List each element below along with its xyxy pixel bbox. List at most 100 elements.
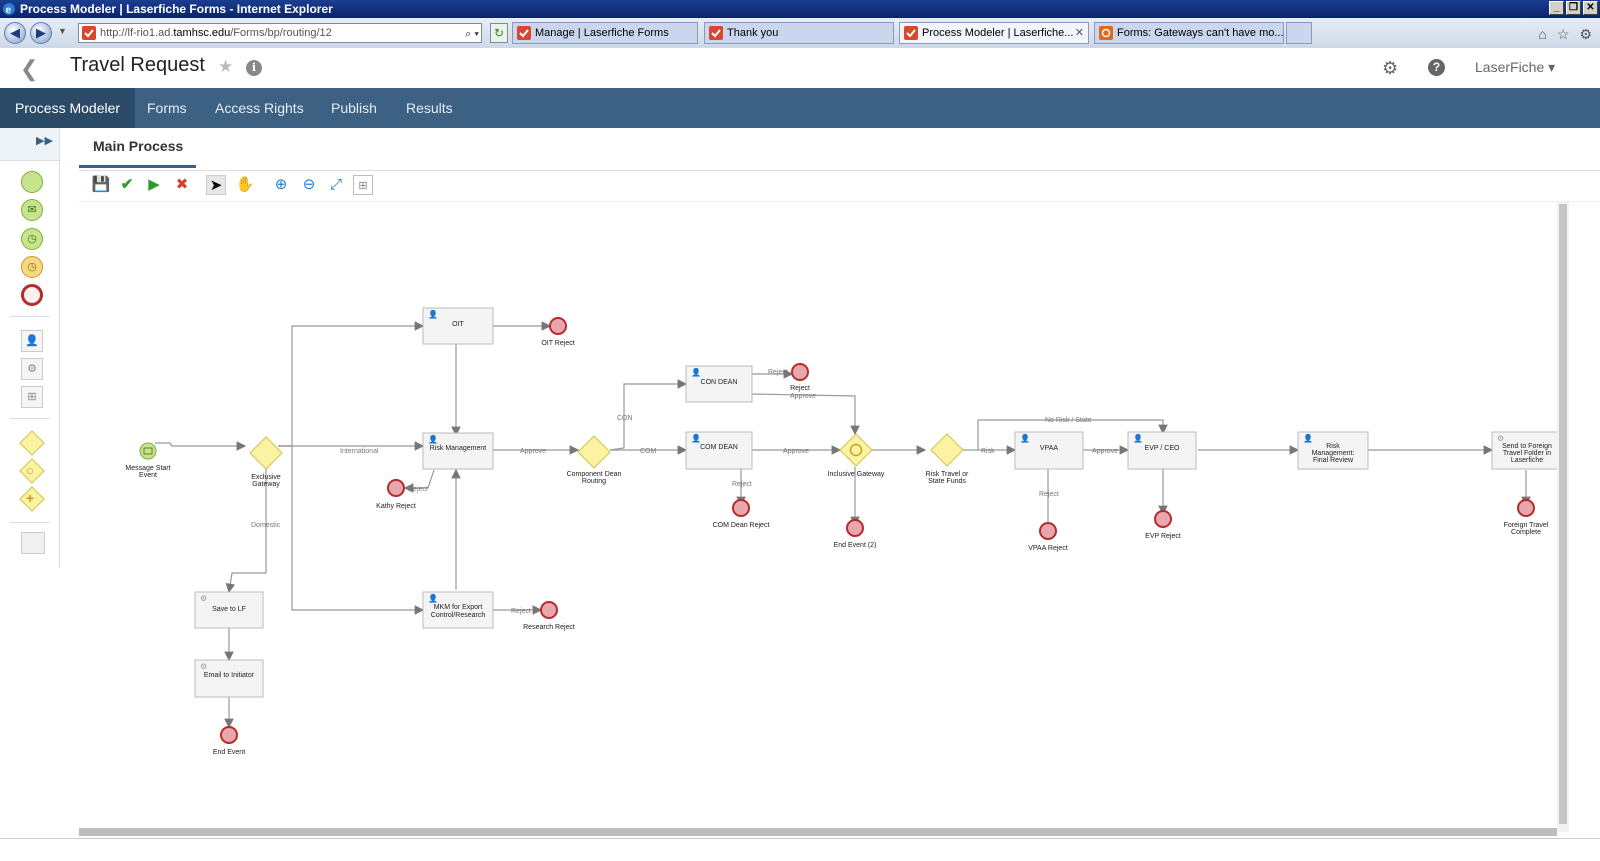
task-label: Management: — [1312, 450, 1355, 457]
favorites-star-icon[interactable]: ☆ — [1556, 26, 1570, 42]
start-event-icon[interactable] — [21, 171, 43, 193]
end-event-research-reject[interactable]: Research Reject — [523, 601, 575, 631]
nav-access-rights[interactable]: Access Rights — [215, 100, 304, 116]
browser-tab-thank-you[interactable]: Thank you — [704, 22, 894, 44]
end-event-foreign-travel-complete[interactable]: Foreign Travel Complete — [1504, 499, 1549, 536]
component-dean-gateway[interactable]: Component Dean Routing — [567, 435, 622, 485]
gear-icon: ⚙ — [200, 594, 207, 603]
fit-to-screen-icon[interactable]: ⤢ — [329, 176, 342, 193]
event-label: Message Start — [125, 465, 170, 472]
task-oit[interactable]: 👤 OIT — [422, 307, 494, 345]
new-tab-button[interactable] — [1286, 22, 1312, 44]
help-icon[interactable]: ? — [1428, 59, 1445, 76]
user-menu[interactable]: LaserFiche ▾ — [1475, 59, 1556, 75]
run-play-icon[interactable]: ▶ — [148, 176, 160, 193]
flow-label-domestic: Domestic — [251, 522, 281, 529]
timer-event-icon[interactable]: ◷ — [21, 256, 43, 278]
timer-start-event-icon[interactable]: ◷ — [21, 228, 43, 250]
task-risk-final-review[interactable]: 👤 Risk Management: Final Review — [1297, 431, 1369, 470]
task-label: Send to Foreign — [1502, 443, 1552, 450]
task-con-dean[interactable]: 👤 CON DEAN — [685, 365, 753, 403]
search-icon[interactable]: ⌕ ▾ — [465, 28, 479, 40]
tools-icon[interactable]: ✖ — [175, 176, 189, 193]
address-bar[interactable]: http://lf-rio1.ad.tamhsc.edu/Forms/bp/ro… — [78, 23, 482, 43]
end-event-evp-reject[interactable]: EVP Reject — [1145, 510, 1181, 540]
end-event-vpaa-reject[interactable]: VPAA Reject — [1028, 522, 1068, 552]
zoom-in-icon[interactable]: ⊕ — [274, 176, 288, 193]
task-label: Risk — [1326, 443, 1340, 450]
end-event-com-dean-reject[interactable]: COM Dean Reject — [713, 499, 770, 529]
info-icon[interactable]: i — [246, 60, 262, 76]
task-save-to-lf[interactable]: ⚙ Save to LF — [194, 591, 264, 629]
history-dropdown-icon[interactable]: ▼ — [58, 26, 67, 36]
gateway-label: Exclusive — [251, 474, 281, 481]
browser-tab-forum[interactable]: Forms: Gateways can't have mo... — [1094, 22, 1284, 44]
annotation-icon[interactable] — [21, 532, 45, 554]
sequence-flows — [155, 321, 1531, 729]
auto-layout-icon[interactable]: ⊞ — [353, 175, 373, 195]
chevron-left-icon[interactable]: ❮ — [20, 56, 39, 81]
close-tab-icon[interactable]: ✕ — [1074, 27, 1084, 39]
shape-palette: ▶▶ ✉ ◷ ◷ 👤 ⚙ ⊞ ○ + — [0, 128, 60, 568]
zoom-out-icon[interactable]: ⊖ — [302, 176, 316, 193]
task-email-initiator[interactable]: ⚙ Email to Initiator — [194, 659, 264, 698]
message-start-event[interactable]: Message Start Event — [125, 442, 171, 479]
user-icon: 👤 — [428, 434, 438, 444]
flow-label-approve: Approve — [1092, 448, 1118, 455]
user-icon: 👤 — [1020, 433, 1030, 443]
settings-gear-icon[interactable]: ⚙ — [1382, 58, 1399, 78]
task-mkm-export[interactable]: 👤 MKM for Export Control/Research — [422, 591, 494, 629]
task-vpaa[interactable]: 👤 VPAA — [1014, 431, 1084, 470]
risk-travel-gateway[interactable]: Risk Travel or State Funds — [926, 433, 969, 485]
task-evp-ceo[interactable]: 👤 EVP / CEO — [1127, 431, 1197, 470]
gateway-label: Routing — [582, 478, 606, 485]
expand-palette-icon[interactable]: ▶▶ — [36, 135, 53, 147]
message-start-event-icon[interactable]: ✉ — [21, 199, 43, 221]
task-label: OIT — [452, 321, 464, 328]
select-pointer-icon[interactable]: ➤ — [206, 175, 226, 195]
browser-tab-manage[interactable]: Manage | Laserfiche Forms — [512, 22, 698, 44]
task-risk-management[interactable]: 👤 Risk Management — [422, 432, 494, 470]
forward-icon[interactable]: ▶ — [30, 22, 52, 44]
home-icon[interactable]: ⌂ — [1538, 26, 1547, 42]
vertical-scrollbar[interactable] — [1557, 202, 1569, 832]
task-com-dean[interactable]: 👤 COM DEAN — [685, 431, 753, 470]
end-event[interactable]: End Event — [213, 726, 245, 756]
tools-gear-icon[interactable]: ⚙ — [1579, 26, 1592, 42]
nav-results[interactable]: Results — [406, 100, 453, 116]
save-icon[interactable]: 💾 — [91, 176, 111, 193]
exclusive-gateway[interactable]: Exclusive Gateway — [249, 436, 283, 488]
end-event-kathy-reject[interactable]: Kathy Reject — [376, 479, 416, 510]
subprocess-icon[interactable]: ⊞ — [21, 386, 43, 408]
task-send-foreign-travel[interactable]: ⚙ Send to Foreign Travel Folder in Laser… — [1491, 431, 1563, 470]
favorite-star-icon[interactable]: ★ — [218, 57, 234, 76]
end-event-icon[interactable] — [21, 284, 43, 306]
nav-publish[interactable]: Publish — [331, 100, 377, 116]
process-diagram: International Domestic Approve Reject Re… — [125, 307, 1563, 756]
refresh-icon[interactable]: ↻ — [490, 23, 508, 43]
close-window-button[interactable]: ✕ — [1583, 1, 1598, 15]
main-nav: Process Modeler Forms Access Rights Publ… — [0, 88, 1600, 128]
end-event-2[interactable]: End Event (2) — [834, 519, 877, 549]
tab-label: Process Modeler | Laserfiche... — [922, 27, 1074, 39]
nav-process-modeler[interactable]: Process Modeler — [0, 88, 136, 128]
restore-button[interactable]: ❐ — [1566, 1, 1581, 15]
service-task-icon[interactable]: ⚙ — [21, 358, 43, 380]
nav-forms[interactable]: Forms — [147, 100, 187, 116]
end-event-reject[interactable]: Reject — [790, 363, 810, 392]
validate-check-icon[interactable]: ✔ — [120, 176, 134, 193]
user-task-icon[interactable]: 👤 — [21, 330, 43, 352]
tab-main-process[interactable]: Main Process — [79, 128, 196, 168]
browser-toolbar: ◀ ▶ ▼ http://lf-rio1.ad.tamhsc.edu/Forms… — [0, 18, 1600, 49]
browser-tab-process-modeler[interactable]: Process Modeler | Laserfiche... ✕ — [899, 22, 1089, 44]
inclusive-gateway[interactable]: Inclusive Gateway — [828, 433, 885, 478]
task-label: CON DEAN — [701, 379, 738, 386]
back-icon[interactable]: ◀ — [4, 22, 26, 44]
exclusive-gateway-icon[interactable] — [19, 430, 45, 456]
horizontal-scrollbar[interactable] — [79, 828, 1557, 836]
end-event-oit-reject[interactable]: OIT Reject — [541, 317, 575, 347]
pan-hand-icon[interactable]: ✋ — [235, 176, 255, 193]
gear-icon: ⚙ — [1497, 434, 1504, 443]
process-canvas[interactable]: International Domestic Approve Reject Re… — [79, 202, 1569, 828]
minimize-button[interactable]: _ — [1549, 1, 1564, 15]
